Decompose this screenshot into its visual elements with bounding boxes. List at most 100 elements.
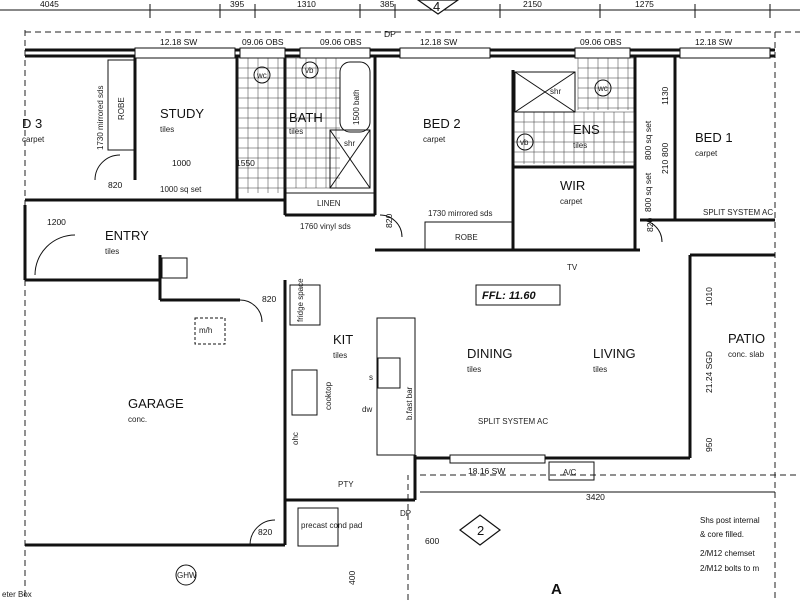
mirror-left-label: 1730 mirrored sds [96,86,105,150]
linen-cupboard [284,192,376,216]
shower-ens [514,71,576,113]
room-finish-entry: tiles [105,247,119,256]
meter-box-label: eter Box [2,590,32,599]
bfast-label: b.fast bar [405,386,414,420]
doors [34,154,663,546]
setout-lines [24,30,800,600]
dim-1000: 1000 [172,158,191,168]
room-name-study: STUDY [160,106,204,121]
tv-label: TV [567,263,578,272]
dimensions: 1000 1550 820 1200 820 820 820 820 1130 … [47,86,775,585]
dim-1200: 1200 [47,217,66,227]
dim-820-study: 820 [108,180,122,190]
dim-400: 400 [347,571,357,585]
room-finish-bed1: carpet [695,149,718,158]
room-name-dining: DINING [467,346,513,361]
vinyl-label: 1760 vinyl sds [300,222,351,231]
split-ac-bed1-label: SPLIT SYSTEM AC [703,208,773,217]
breakfast-bar [376,317,416,456]
room-name-living: LIVING [593,346,636,361]
vanity-ens [516,133,534,151]
kitchen-sink [377,357,401,389]
fridge-space [289,284,321,326]
dim-3420: 3420 [586,492,605,502]
dim-top-1275: 1275 [635,0,654,9]
ohc-label: ohc [291,432,300,445]
shower-bath-label: shr [344,139,355,148]
room-name-entry: ENTRY [105,228,149,243]
dim-600: 600 [425,536,439,546]
grid-label-4: 4 [433,0,440,14]
bathtub [339,61,371,133]
split-ac-living-label: SPLIT SYSTEM AC [478,417,548,426]
fixtures: ROBE 1730 mirrored sds ROBE 1730 mirrore… [2,59,773,599]
dim-top-2150: 2150 [523,0,542,9]
room-finish-study: tiles [160,125,174,134]
dim-1130: 1130 [660,86,670,105]
ffl-box: FFL: 11.60 [475,284,561,306]
room-name-bed3: D 3 [22,116,42,131]
room-finish-garage: conc. [128,415,147,424]
window-label-3: 09.06 OBS [320,37,362,47]
construction-notes: Shs post internal & core filled. 2/M12 c… [700,516,760,573]
note-line-2: & core filled. [700,530,744,539]
ffl-label: FFL: 11.60 [482,290,536,302]
manhole-label: m/h [199,326,212,335]
room-finish-bed3: carpet [22,135,45,144]
room-labels: D 3 carpet STUDY tiles BATH tiles BED 2 … [22,106,765,489]
room-finish-ens: tiles [573,141,587,150]
room-finish-living: tiles [593,365,607,374]
bath-dim-label: 1500 bath [352,89,361,125]
note-line-3: 2/M12 chemset [700,549,755,558]
vanity-bath-label: vb [305,66,314,75]
section-label-a: A [551,581,562,598]
top-dimension-line: 4045 395 1310 385 2150 1275 4 [0,0,800,18]
robe-left [107,59,136,151]
room-name-pty: PTY [338,480,354,489]
window-label-2: 09.06 OBS [242,37,284,47]
ghw-label: GHW [177,571,197,580]
dim-210: 210 [660,160,670,174]
wc-ens [594,79,612,97]
window-label-1: 12.18 SW [160,37,197,47]
room-name-ens: ENS [573,122,600,137]
dim-top-1310: 1310 [297,0,316,9]
vanity-bath [301,61,319,79]
dim-800-sq-b: 800 sq set [643,172,653,212]
dim-2124: 21.24 SGD [704,351,714,393]
manhole [194,317,226,345]
robe-bed2 [424,221,514,251]
cooktop-label: cooktop [324,381,333,410]
room-name-bed2: BED 2 [423,116,461,131]
entry-sink [161,257,188,279]
dim-top-395: 395 [230,0,244,9]
dim-top-385: 385 [380,0,394,9]
dw-label: dw [362,405,372,414]
robe-left-label: ROBE [117,97,126,120]
window-label-6: 12.18 SW [695,37,732,47]
dim-820-entry: 820 [262,294,276,304]
room-name-bath: BATH [289,110,323,125]
grid-label-2: 2 [477,523,484,538]
sq-set-label: 1000 sq set [160,185,202,194]
precast-label: precast cond pad [301,521,362,530]
dim-820-bed2: 820 [384,214,394,228]
window-label-7: 18.16 SW [468,466,505,476]
room-finish-bed2: carpet [423,135,446,144]
ghw-unit [175,564,197,586]
dim-820-garage: 820 [258,527,272,537]
wc-ens-label: wc [597,84,608,93]
dim-1010: 1010 [704,287,714,306]
dim-800: 800 [660,143,670,157]
shower-bath [329,129,371,189]
cooktop [291,369,318,416]
mirror-bed2-label: 1730 mirrored sds [428,209,492,218]
dp-bottom-label: DP [400,509,411,518]
room-name-bed1: BED 1 [695,130,733,145]
room-name-kit: KIT [333,332,353,347]
fridge-label: fridge space [296,278,305,322]
window-label-5: 09.06 OBS [580,37,622,47]
room-name-patio: PATIO [728,331,765,346]
dim-800-sq-a: 800 sq set [643,120,653,160]
